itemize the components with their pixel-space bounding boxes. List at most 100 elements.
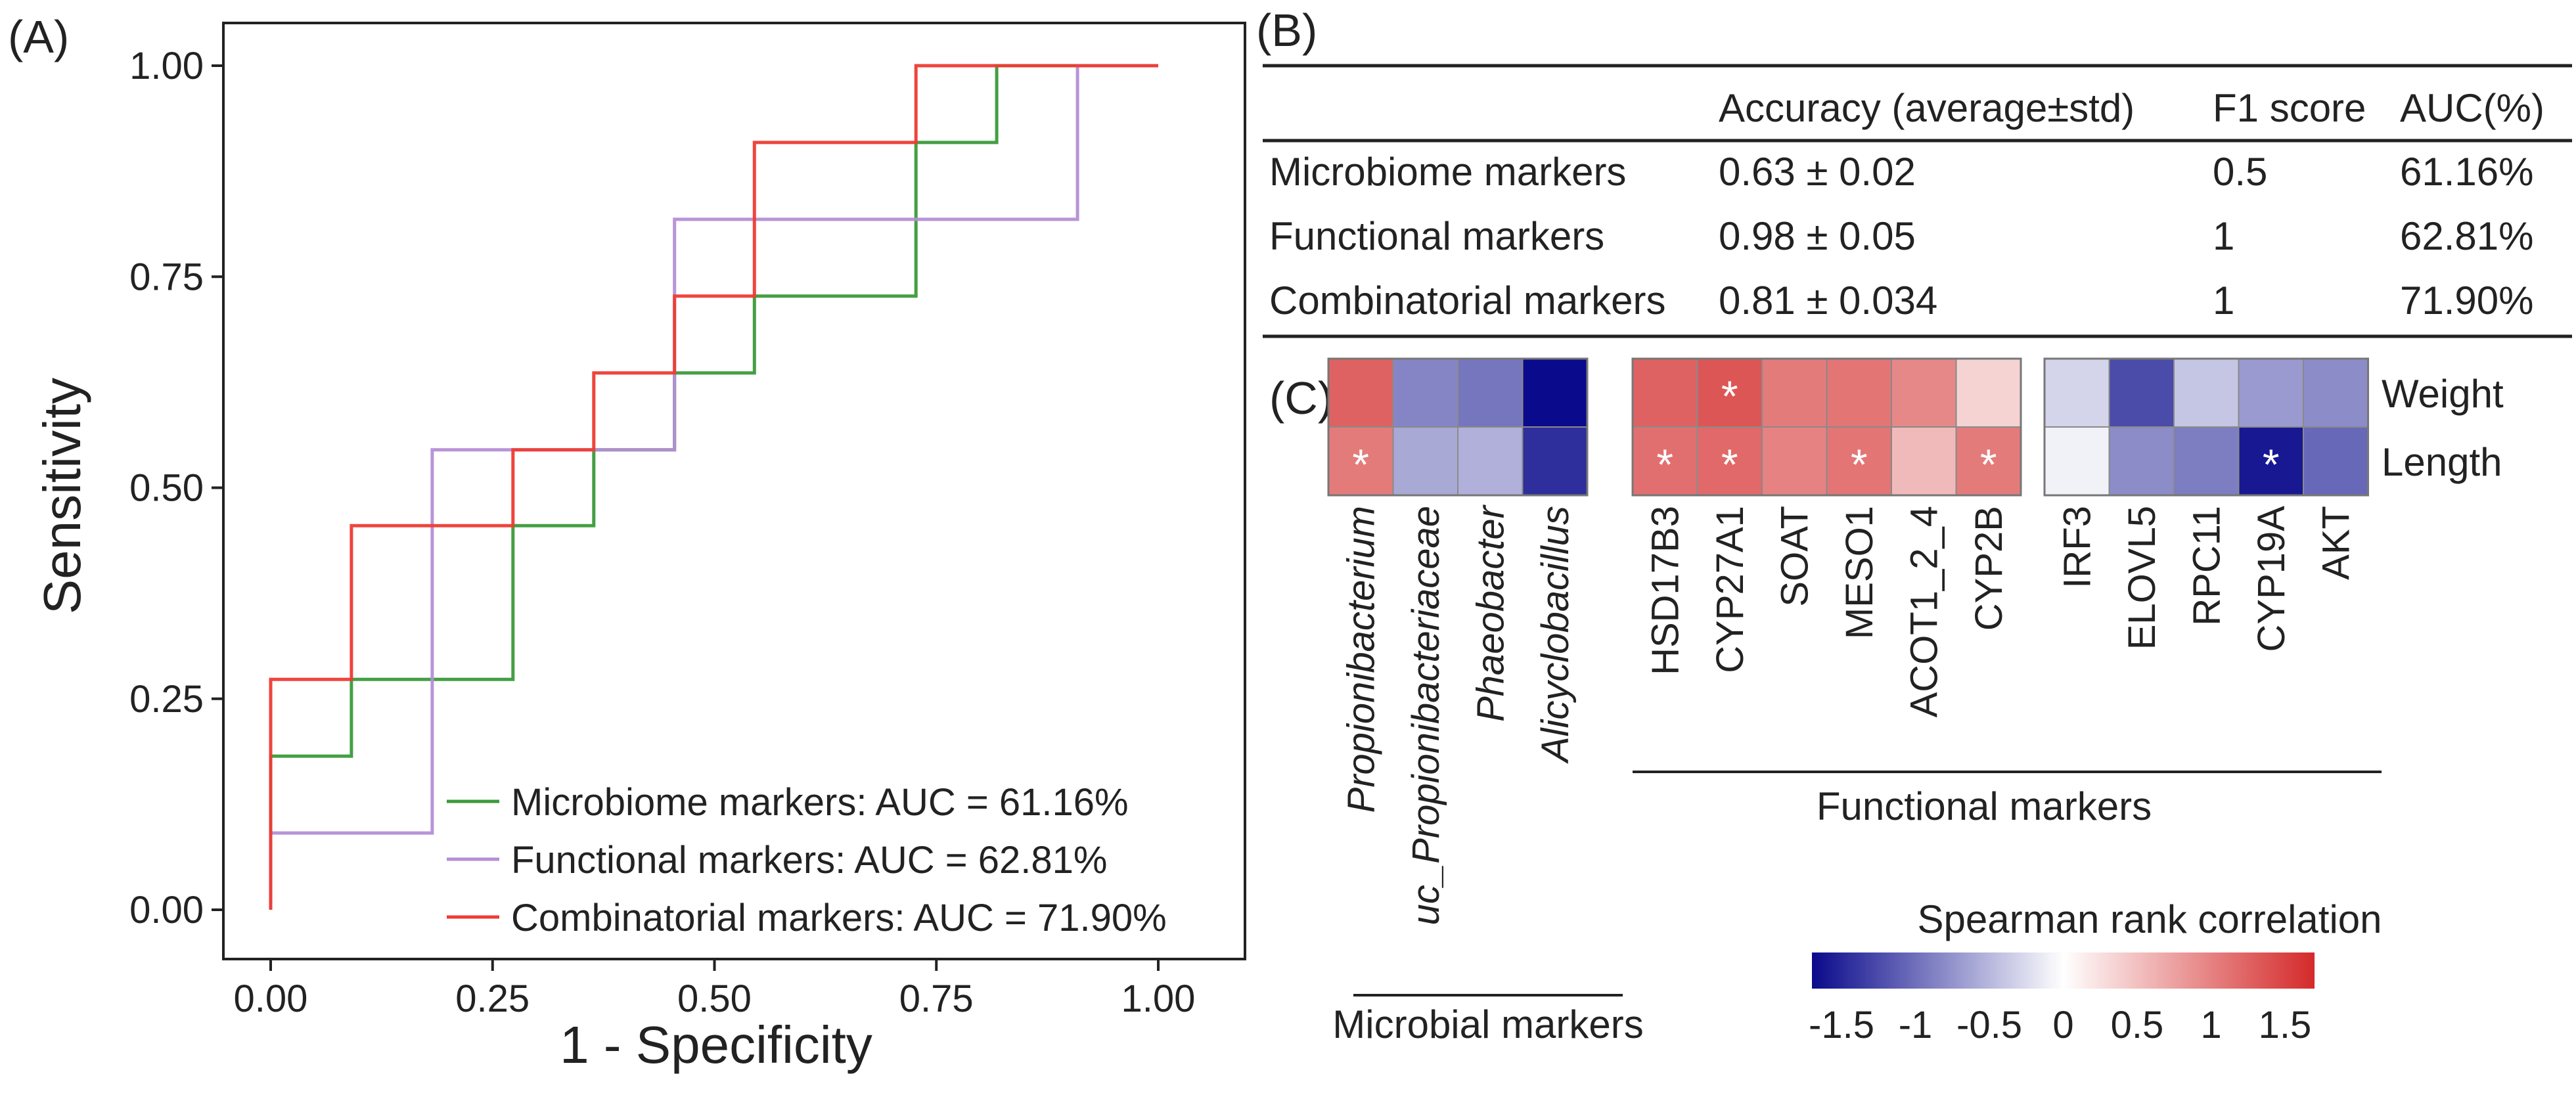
heatmap-cell xyxy=(1457,358,1524,428)
heatmap-cell xyxy=(1632,426,1698,496)
heatmap-column-label: CYP19A xyxy=(2250,506,2293,652)
table-cell: 0.63 ± 0.02 xyxy=(1719,150,1916,194)
heatmap-cell xyxy=(1891,358,1957,428)
heatmap-cell xyxy=(1696,358,1763,428)
table-cell: 0.98 ± 0.05 xyxy=(1719,214,1916,258)
heatmap-cell xyxy=(1696,426,1763,496)
x-tick-label: 1.00 xyxy=(1121,977,1196,1020)
heatmap-cell xyxy=(2044,426,2110,496)
colorbar-title: Spearman rank correlation xyxy=(1917,897,2382,941)
roc-x-axis-label: 1 - Specificity xyxy=(560,1016,872,1074)
heatmap-cell xyxy=(1826,426,1892,496)
heatmap-column-label: CYP2B xyxy=(1968,506,2010,631)
heatmap-cell xyxy=(1761,358,1828,428)
group-label: Functional markers xyxy=(1817,784,2152,828)
heatmap-block-outline xyxy=(1631,357,2022,497)
heatmap-block-outline xyxy=(1327,357,1589,497)
heatmap-cell xyxy=(2303,358,2369,428)
roc-legend: Microbiome markers: AUC = 61.16% Function… xyxy=(447,781,1167,939)
roc-curve-2 xyxy=(269,64,1158,910)
heatmap-cell xyxy=(1522,358,1588,428)
table-cell: 1 xyxy=(2213,214,2234,258)
heatmap-cell xyxy=(1891,426,1957,496)
colorbar-tick-label: -0.5 xyxy=(1956,1004,2022,1046)
significance-star: * xyxy=(1851,440,1868,489)
heatmap-column-label: uc_Propionibacteriaceae xyxy=(1405,506,1447,925)
y-tick-label: 1.00 xyxy=(129,45,204,87)
heatmap-cell xyxy=(1955,426,2022,496)
significance-star: * xyxy=(1721,372,1738,420)
table-header-cell: F1 score xyxy=(2213,86,2366,130)
y-tick-label: 0.75 xyxy=(129,256,204,298)
heatmap-cell xyxy=(2044,358,2110,428)
heatmap-cell xyxy=(1761,426,1828,496)
heatmap-column-label: ELOVL5 xyxy=(2121,506,2163,650)
roc-plot-frame xyxy=(222,22,1246,960)
table-row-label: Microbiome markers xyxy=(1269,150,1626,194)
heatmap-cell xyxy=(2238,358,2304,428)
roc-plot xyxy=(222,22,1246,960)
significance-star: * xyxy=(1980,440,1997,489)
x-tick-label: 0.00 xyxy=(234,977,308,1020)
table-cell: 62.81% xyxy=(2400,214,2534,258)
heatmap-cell xyxy=(2108,426,2175,496)
heatmap-cell xyxy=(1392,426,1458,496)
heatmap-column-label: IRF3 xyxy=(2056,506,2098,589)
heatmap-row-label: Weight xyxy=(2382,372,2504,416)
significance-star: * xyxy=(2263,440,2280,489)
table-cell: 1 xyxy=(2213,279,2234,323)
table-cell: 0.5 xyxy=(2213,150,2267,194)
heatmap-cell xyxy=(1392,358,1458,428)
heatmap-cell xyxy=(1632,358,1698,428)
heatmap-cell xyxy=(1955,358,2022,428)
colorbar-tick-label: 1.5 xyxy=(2259,1004,2312,1046)
y-tick-label: 0.25 xyxy=(129,678,204,721)
table-cell: 61.16% xyxy=(2400,150,2534,194)
colorbar-tick-label: -1.5 xyxy=(1809,1004,1874,1046)
heatmap-cell xyxy=(1457,426,1524,496)
heatmap-row-label: Length xyxy=(2382,440,2502,484)
heatmap-cell xyxy=(1826,358,1892,428)
heatmap-column-label: Phaeobacter xyxy=(1469,504,1512,722)
heatmap-column-label: AKT xyxy=(2315,506,2357,580)
colorbar-gradient xyxy=(1812,952,2315,989)
significance-star: * xyxy=(1352,440,1369,489)
heatmap-column-label: ACOT1_2_4 xyxy=(1903,506,1945,717)
panel-b-label: (B) xyxy=(1256,5,1317,56)
roc-y-axis-label: Sensitivity xyxy=(33,378,91,614)
x-tick-label: 0.25 xyxy=(455,977,530,1020)
table-cell: 71.90% xyxy=(2400,279,2534,323)
heatmap-cell xyxy=(2238,426,2304,496)
colorbar-tick-label: 0.5 xyxy=(2111,1004,2164,1046)
heatmap-column-label: HSD17B3 xyxy=(1644,506,1686,675)
group-label: Microbial markers xyxy=(1332,1002,1643,1046)
heatmap-cell xyxy=(2173,426,2240,496)
heatmap-column-label: SOAT xyxy=(1773,506,1816,607)
significance-star: * xyxy=(1721,440,1738,489)
legend-entry-1: Microbiome markers: AUC = 61.16% xyxy=(511,781,1129,824)
x-tick-label: 0.75 xyxy=(899,977,974,1020)
heatmap-column-label: Propionibacterium xyxy=(1340,506,1382,813)
panel-c-label: (C) xyxy=(1269,372,1333,424)
y-tick-label: 0.00 xyxy=(129,889,204,931)
heatmap-cell xyxy=(2108,358,2175,428)
heatmap-cell xyxy=(2173,358,2240,428)
table-row-label: Combinatorial markers xyxy=(1269,279,1666,323)
table-row-label: Functional markers xyxy=(1269,214,1604,258)
table-header-cell: Accuracy (average±std) xyxy=(1719,86,2135,130)
panel-c: (C) *******WeightLengthPropionibacterium… xyxy=(1269,357,2504,1046)
heatmap-cell xyxy=(1328,358,1394,428)
legend-entry-2: Functional markers: AUC = 62.81% xyxy=(511,839,1107,882)
heatmap-column-label: CYP27A1 xyxy=(1709,506,1751,673)
panel-a-label: (A) xyxy=(8,11,69,62)
heatmap-column-label: MESO1 xyxy=(1838,506,1881,639)
heatmap-column-label: RPC11 xyxy=(2185,506,2228,626)
table-cell: 0.81 ± 0.034 xyxy=(1719,279,1937,323)
